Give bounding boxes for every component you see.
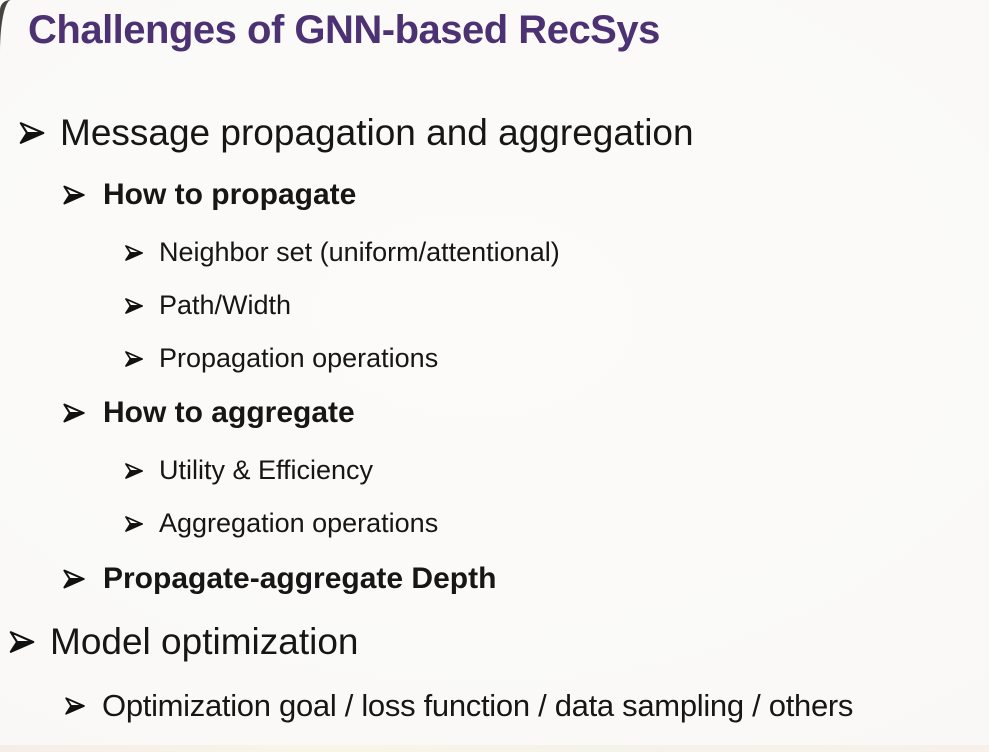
bullet-text: Propagation operations [159, 343, 439, 373]
arrowhead-bullet-icon [124, 461, 144, 481]
bullet-text: Message propagation and aggregation [60, 112, 694, 153]
arrowhead-bullet-icon [62, 567, 86, 591]
bullet-text: Optimization goal / loss function / data… [102, 688, 854, 723]
bullet-item-optimization-goal: Optimization goal / loss function / data… [64, 688, 853, 724]
bullet-item-aggregation-operations: Aggregation operations [124, 508, 438, 539]
bullet-item-how-to-aggregate: How to aggregate [62, 396, 355, 431]
arrowhead-bullet-icon [64, 695, 86, 717]
bullet-item-neighbor-set: Neighbor set (uniform/attentional) [124, 237, 560, 268]
bullet-text: Aggregation operations [159, 508, 439, 538]
bullet-item-utility-efficiency: Utility & Efficiency [124, 455, 373, 486]
bullet-item-propagate-aggregate-depth: Propagate-aggregate Depth [62, 562, 496, 597]
arrowhead-bullet-icon [62, 183, 86, 207]
arrowhead-bullet-icon [124, 243, 144, 263]
bullet-text: How to aggregate [103, 396, 355, 429]
bullet-text: Path/Width [159, 290, 292, 320]
slide-title: Challenges of GNN-based RecSys [28, 8, 660, 52]
slide-bottom-edge [0, 745, 989, 752]
bullet-text: Propagate-aggregate Depth [103, 562, 497, 595]
bullet-item-model-optimization: Model optimization [8, 621, 358, 664]
arrowhead-bullet-icon [124, 296, 144, 316]
bullet-text: Neighbor set (uniform/attentional) [159, 237, 560, 267]
bullet-item-path-width: Path/Width [124, 290, 291, 321]
arrowhead-bullet-icon [8, 628, 36, 656]
arrowhead-bullet-icon [124, 514, 144, 534]
bullet-item-message-propagation: Message propagation and aggregation [18, 112, 694, 155]
bullet-text: Model optimization [50, 621, 359, 662]
bullet-text: How to propagate [103, 178, 357, 211]
bullet-text: Utility & Efficiency [159, 455, 374, 485]
arrowhead-bullet-icon [62, 401, 86, 425]
arrowhead-bullet-icon [124, 349, 144, 369]
arrowhead-bullet-icon [18, 119, 46, 147]
bullet-item-how-to-propagate: How to propagate [62, 178, 356, 213]
bullet-item-propagation-operations: Propagation operations [124, 343, 438, 374]
